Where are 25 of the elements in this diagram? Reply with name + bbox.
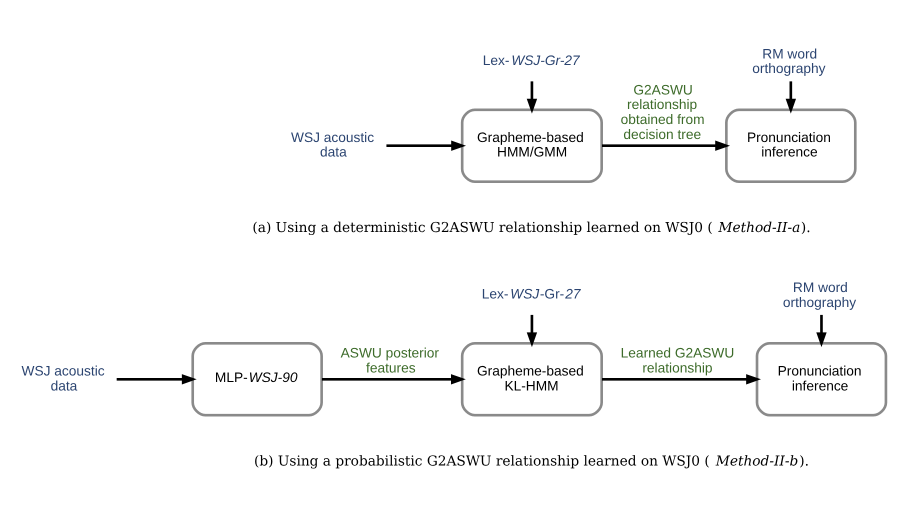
node-box: Grapheme-based HMM/GMM — [460, 108, 603, 182]
arrow — [602, 374, 761, 384]
edge-label: Learned G2ASWU relationship — [620, 345, 734, 375]
arrow — [526, 80, 538, 114]
edge-label: G2ASWU relationship obtained from decision tree — [620, 82, 705, 142]
arrow — [816, 314, 827, 347]
arrow — [116, 374, 197, 384]
node-box: MLP-WSJ-90 — [191, 342, 323, 416]
arrow — [526, 314, 538, 347]
node-text: WSJ acoustic data — [290, 129, 374, 160]
label: (b) Using a probabilistic G2ASWU relationship learned on WSJ0 (Method-II-b). — [254, 452, 809, 469]
edge-label: ASWU posterior features — [340, 345, 439, 375]
arrow — [322, 374, 466, 384]
node-text: RM word orthography — [782, 279, 856, 310]
node-text: RM word orthography — [752, 46, 826, 76]
label: (a) Using a deterministic G2ASWU relationship learned on WSJ0 (Method-II-a). — [252, 219, 811, 236]
arrow — [386, 140, 466, 150]
node-box: Grapheme-based KL-HMM — [460, 342, 603, 416]
node-box: Pronunciation inference — [756, 342, 888, 416]
arrow — [786, 80, 796, 114]
arrow — [602, 140, 730, 150]
node-text: Lex-WSJ-Gr-27 — [482, 52, 580, 68]
node-text: Lex-WSJ-Gr-27 — [482, 286, 580, 301]
node-box: Pronunciation inference — [725, 108, 857, 182]
node-text: WSJ acoustic data — [22, 362, 105, 393]
